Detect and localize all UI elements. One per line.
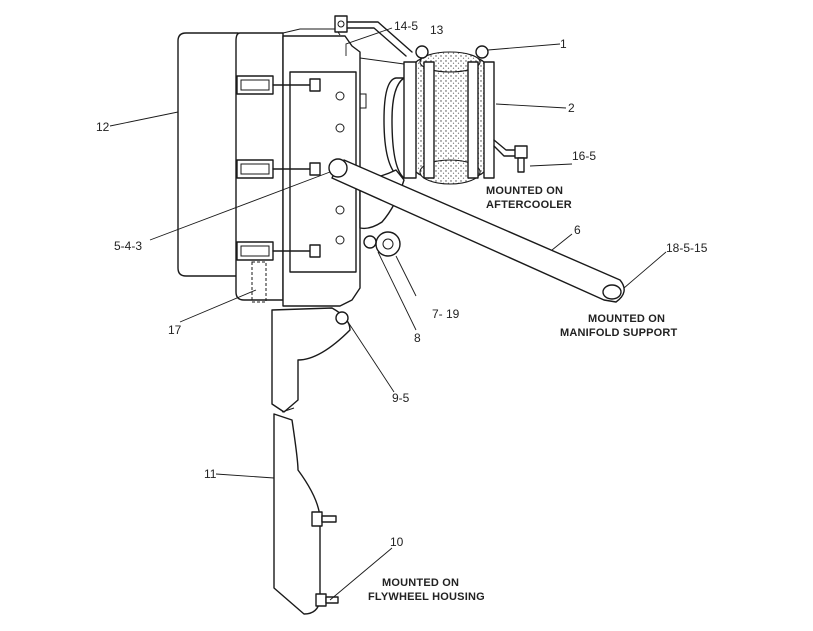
callout-10: 10 bbox=[390, 535, 404, 549]
callout-7-19: 7- 19 bbox=[432, 307, 460, 321]
aftercooler-bolt bbox=[493, 139, 528, 173]
hose-clamp-mid-right bbox=[467, 45, 489, 179]
note-aftercooler-line1: MOUNTED ON bbox=[486, 185, 563, 197]
latch-clamp-bottom bbox=[236, 241, 321, 261]
note-manifold-line1: MOUNTED ON bbox=[588, 313, 665, 325]
leader-lines bbox=[109, 27, 667, 601]
callout-13: 13 bbox=[430, 23, 444, 37]
callout-16-5: 16-5 bbox=[572, 149, 596, 163]
callout-12: 12 bbox=[96, 120, 110, 134]
callout-8: 8 bbox=[414, 331, 421, 345]
flywheel-bolt-lower bbox=[315, 593, 339, 607]
callout-5-4-3: 5-4-3 bbox=[114, 239, 142, 253]
note-aftercooler-line2: AFTERCOOLER bbox=[486, 199, 572, 211]
callout-6: 6 bbox=[574, 223, 581, 237]
callout-2: 2 bbox=[568, 101, 575, 115]
hose-clamp-mid-left bbox=[423, 61, 435, 179]
dashed-strap bbox=[251, 261, 267, 303]
latch-clamp-middle bbox=[236, 159, 321, 179]
eye-nut bbox=[363, 231, 401, 257]
upper-bracket-rod bbox=[334, 15, 413, 57]
callout-11: 11 bbox=[204, 467, 217, 481]
latch-clamp-top bbox=[236, 75, 321, 95]
hose-clamp-right bbox=[483, 61, 495, 179]
callout-9-5: 9-5 bbox=[392, 391, 410, 405]
hose-clamp-left bbox=[403, 45, 429, 179]
housing-outer-shell bbox=[177, 32, 239, 277]
callout-1: 1 bbox=[560, 37, 567, 51]
note-flywheel-line2: FLYWHEEL HOUSING bbox=[368, 591, 485, 603]
callout-17: 17 bbox=[168, 323, 182, 337]
note-flywheel-line1: MOUNTED ON bbox=[382, 577, 459, 589]
note-manifold-line2: MANIFOLD SUPPORT bbox=[560, 327, 678, 339]
flywheel-bolt-upper bbox=[311, 511, 337, 527]
support-arm bbox=[328, 158, 625, 303]
callout-14-5: 14-5 bbox=[394, 19, 418, 33]
callout-18-5-15: 18-5-15 bbox=[666, 241, 708, 255]
lower-bracket bbox=[271, 307, 351, 615]
